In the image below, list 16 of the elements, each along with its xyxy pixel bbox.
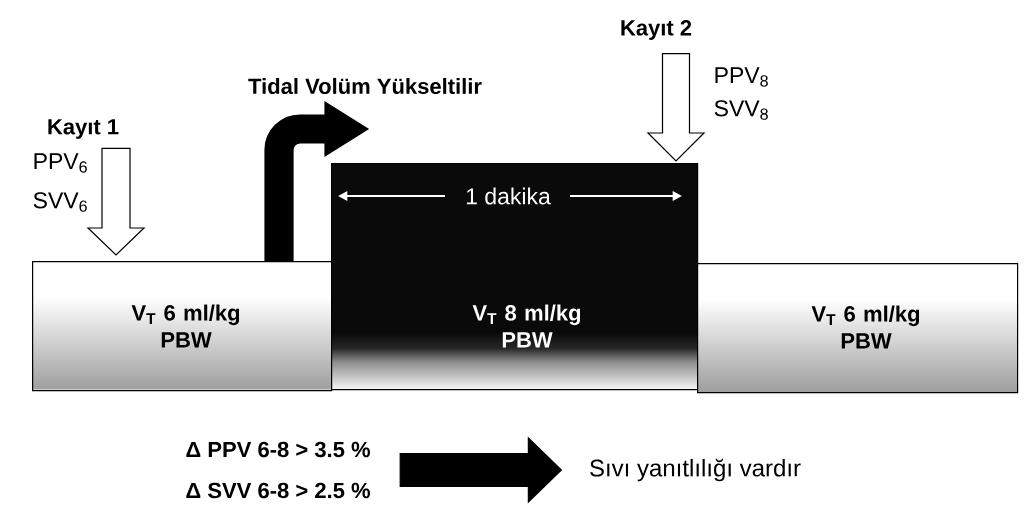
block-arrow <box>646 52 706 162</box>
condition-text: Δ PPV 6-8 > 3.5 % Δ SVV 6-8 > 2.5 % <box>186 441 370 499</box>
variable-label: SVV$_{8}$ <box>714 100 768 120</box>
variable-label: PPV$_{8}$ <box>715 67 768 87</box>
edge-label: Tidal Volüm Yükseltilir <box>246 76 484 96</box>
block-arrow <box>86 147 146 256</box>
result-text: Sıvı yanıtlılığı vardır <box>590 458 801 482</box>
step-label: Kayıt 1 <box>48 119 119 139</box>
bent-arrow <box>264 101 369 262</box>
duration-label: 1 dakika <box>466 187 551 205</box>
process-box: V$_{T}$ 6 ml/kg PBW <box>32 261 333 392</box>
block-arrow <box>399 436 563 504</box>
process-box: V$_{T}$ 6 ml/kg PBW <box>697 263 1019 394</box>
variable-label: SVV$_{6}$ <box>33 192 87 212</box>
step-label: Kayıt 2 <box>621 20 692 40</box>
variable-label: PPV$_{6}$ <box>34 153 87 173</box>
